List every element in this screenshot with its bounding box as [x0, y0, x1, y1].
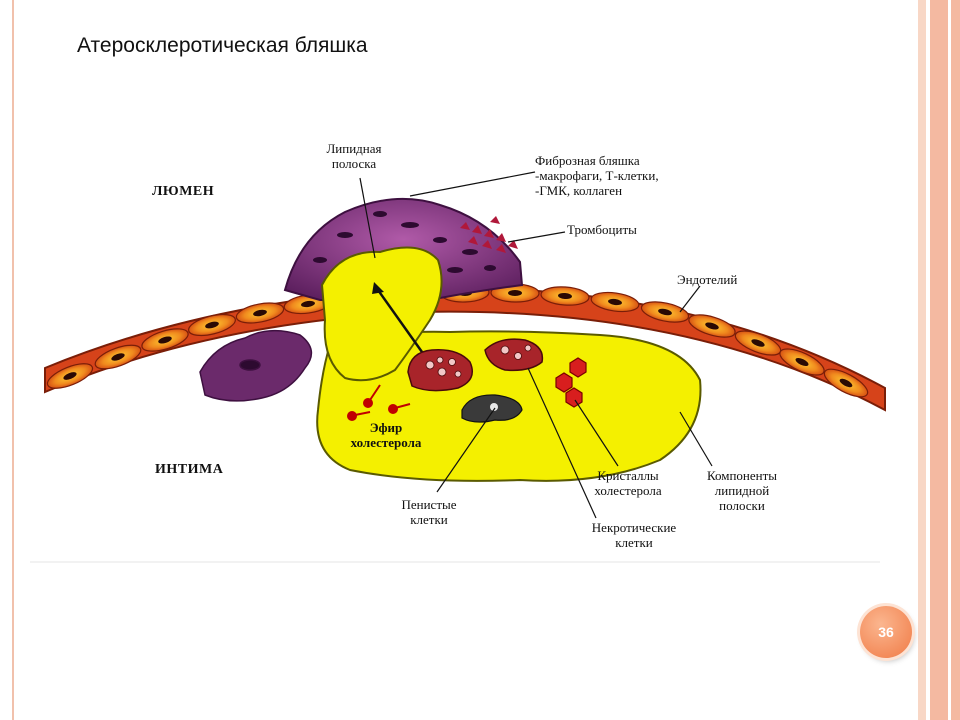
- smooth-muscle-cells: [199, 329, 313, 402]
- label-platelets: Тромбоциты: [567, 222, 637, 237]
- label-lumen: ЛЮМЕН: [152, 184, 215, 199]
- slide-title: Атеросклеротическая бляшка: [77, 34, 368, 57]
- label-intima: ИНТИМА: [155, 462, 224, 477]
- label-fibrous-plaque: Фиброзная бляшка -макрофаги, Т-клетки, -…: [535, 153, 659, 198]
- cholesterol-crystals: [555, 357, 587, 408]
- migration-arrow: [372, 282, 424, 353]
- page-number-badge: 36: [860, 606, 912, 658]
- slide-right-border: [918, 0, 960, 720]
- cholesterol-ester: [347, 384, 411, 421]
- necrotic-cell: [461, 394, 523, 423]
- label-necrotic-cells: Некротические клетки: [591, 520, 677, 547]
- label-lipid-components: Компоненты липидной полоски: [706, 468, 778, 513]
- label-cholesterol-ester: Эфир холестерола: [350, 420, 422, 450]
- label-lipid-stripe: Липидная полоска: [326, 141, 382, 171]
- slide-left-border: [0, 0, 14, 720]
- label-cholesterol-crystals: Кристаллы холестерола: [594, 468, 662, 498]
- platelets: [460, 216, 518, 253]
- foam-cells: [407, 338, 544, 392]
- leader-lines: [359, 171, 713, 519]
- label-foam-cells: Пенистые клетки: [401, 497, 457, 527]
- label-endothelium: Эндотелий: [677, 272, 738, 287]
